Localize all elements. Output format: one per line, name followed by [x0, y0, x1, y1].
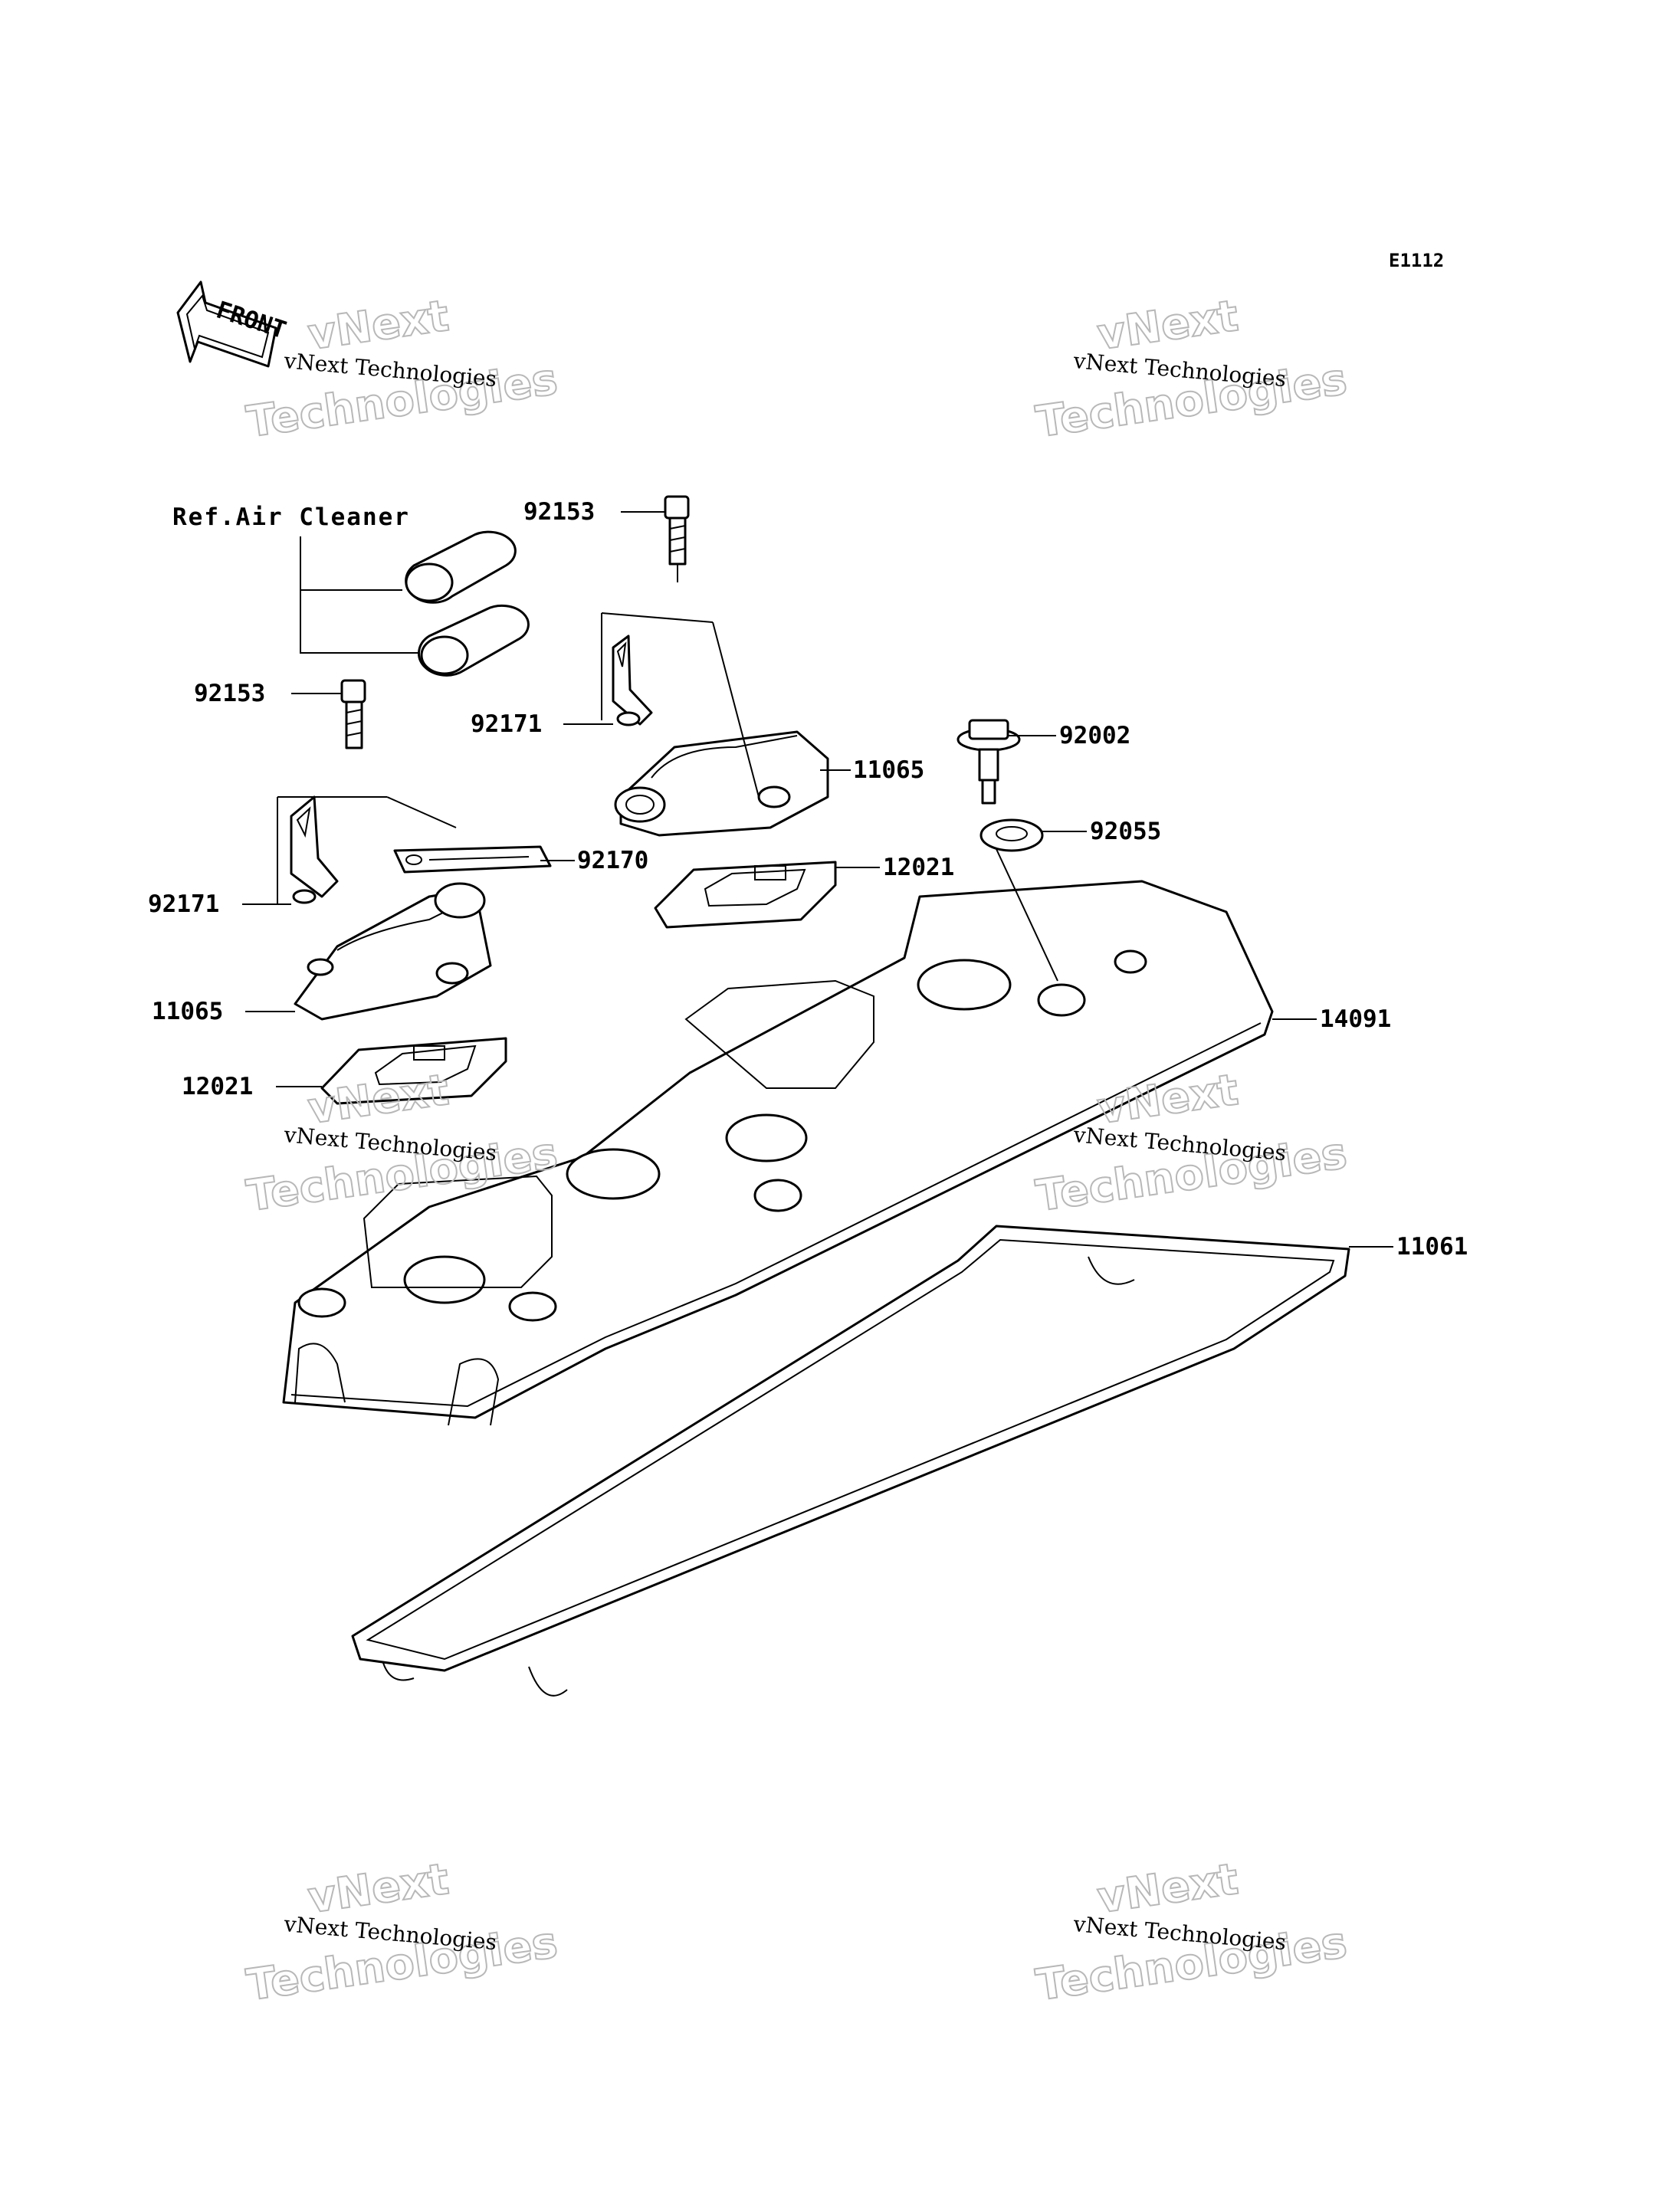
reed-valve-12021-upper [654, 861, 837, 929]
callout-11065-lower: 11065 [152, 998, 223, 1025]
svg-text:vNext: vNext [305, 291, 452, 360]
valve-cover-11065-upper [614, 730, 829, 837]
reed-valve-12021-lower [320, 1037, 507, 1105]
svg-text:vNext: vNext [305, 1065, 452, 1134]
callout-12021-lower: 12021 [182, 1073, 253, 1100]
callout-92153-upper: 92153 [523, 498, 595, 526]
watermark-bottom-left: vNext Technologies vNext Technologies [243, 1854, 561, 2012]
bracket-92171-lower [290, 795, 339, 904]
ref-leader-upper [300, 536, 402, 591]
bolt-92153-lower [340, 679, 366, 749]
diagram-code: E1112 [1389, 250, 1444, 271]
svg-text:vNext: vNext [305, 1854, 452, 1923]
leader-lines [242, 511, 1393, 1248]
callout-92002: 92002 [1059, 722, 1130, 749]
bolt-92153-upper [664, 495, 690, 566]
head-cover-gasket-11061 [351, 1225, 1350, 1697]
watermark-top-right: vNext Technologies vNext Technologies [1032, 290, 1350, 448]
hose-sleeve-upper [405, 530, 517, 604]
callout-92153-lower: 92153 [194, 680, 265, 707]
callout-14091: 14091 [1320, 1005, 1391, 1033]
cylinder-head-cover-14091 [282, 880, 1274, 1426]
svg-text:vNext: vNext [1094, 291, 1242, 360]
callout-11065-upper: 11065 [853, 756, 924, 784]
washer-92055 [979, 818, 1044, 852]
callouts: 92153 92153 92171 92171 92002 11065 1106… [148, 498, 1468, 1261]
ref-air-cleaner-note: Ref.Air Cleaner [172, 503, 410, 531]
watermark-bottom-right: vNext Technologies vNext Technologies [1032, 1854, 1350, 2012]
callout-11061: 11061 [1396, 1233, 1468, 1261]
callout-12021-upper: 12021 [883, 854, 954, 881]
svg-text:vNext: vNext [1094, 1854, 1242, 1923]
hose-sleeve-lower [418, 604, 530, 677]
callout-92055: 92055 [1090, 818, 1161, 845]
valve-cover-11065-lower [294, 882, 492, 1021]
bracket-92171-upper [612, 635, 653, 726]
watermark-top-left: vNext Technologies vNext Technologies [243, 290, 561, 448]
bolt-92002 [956, 719, 1021, 805]
callout-92171-lower: 92171 [148, 890, 219, 918]
ref-leader-lower [300, 590, 422, 654]
callout-92170: 92170 [577, 847, 648, 874]
callout-92171-upper: 92171 [471, 710, 542, 738]
front-arrow-icon: FRONT [176, 280, 290, 368]
plate-92170 [393, 845, 552, 874]
